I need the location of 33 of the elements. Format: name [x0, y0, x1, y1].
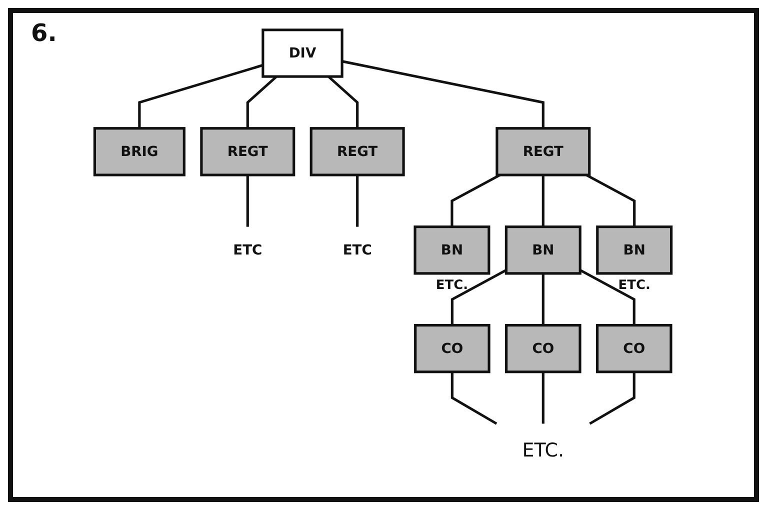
node-box — [262, 28, 344, 78]
org-chart: DIV BRIG REGT REGT REGT ETC ETC BN BN BN CO CO CO ETC. ETC. ETC. — [73, 23, 693, 485]
node-box — [596, 226, 673, 275]
connector — [542, 174, 544, 227]
node-box — [414, 226, 490, 275]
connector — [542, 273, 544, 326]
connector — [138, 64, 264, 128]
node-box — [310, 127, 405, 176]
connector — [246, 76, 278, 128]
connector — [450, 174, 501, 227]
node-text: ETC — [233, 241, 262, 258]
figure-number: 6. — [31, 19, 57, 47]
node-box — [596, 324, 672, 374]
connector — [328, 76, 359, 128]
node-box — [504, 226, 582, 275]
node-box — [505, 324, 582, 374]
connector — [450, 268, 507, 326]
connector — [246, 174, 249, 227]
node-text: ETC — [342, 241, 372, 258]
node-text: ETC. — [522, 440, 564, 462]
connector — [542, 372, 544, 424]
etc-note: ETC. — [618, 278, 650, 293]
node-box — [200, 127, 296, 176]
node-box — [93, 127, 186, 176]
connector — [342, 60, 544, 128]
connector — [356, 174, 359, 227]
connector — [580, 268, 636, 326]
node-box — [414, 324, 490, 374]
connector — [450, 372, 498, 425]
connector — [589, 372, 636, 425]
connector — [586, 174, 636, 227]
node-box — [496, 127, 591, 176]
etc-note: ETC. — [436, 278, 468, 293]
